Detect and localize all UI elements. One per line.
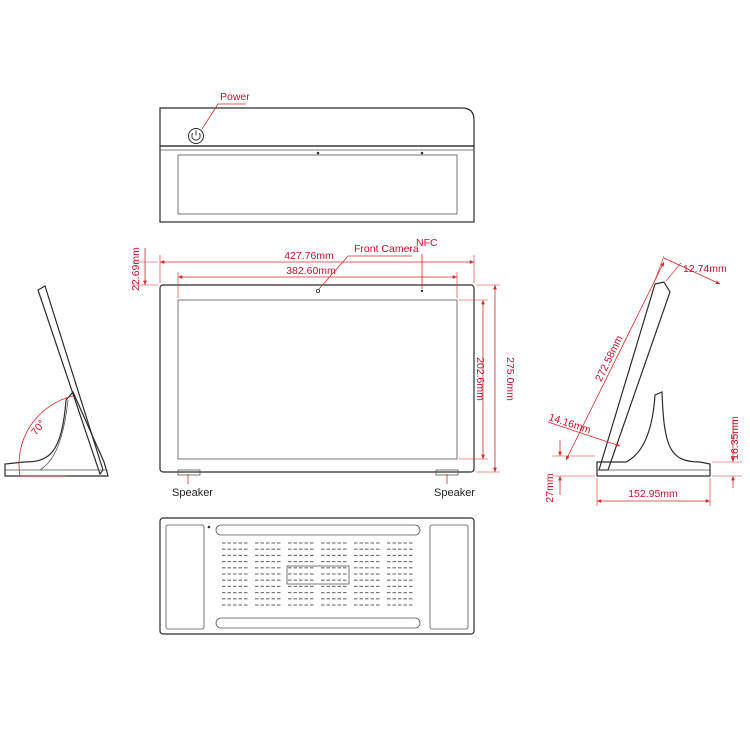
foot-height-dimension: 16.35mm — [729, 416, 741, 460]
right-side-view: 12.74mm 272.58mm 14.16mm 16.35mm 27mm 15… — [544, 255, 742, 506]
nfc-label: NFC — [416, 237, 438, 249]
back-view — [159, 517, 475, 635]
top-bezel-dimension: 22.69mm — [130, 247, 142, 291]
screen-width-dimension: 382.60mm — [286, 265, 336, 277]
overall-width-dimension: 427.76mm — [284, 250, 334, 262]
power-label: Power — [220, 91, 250, 103]
back-vent-grille — [222, 542, 413, 606]
front-view: 427.76mm 382.60mm 22.69mm 275.0mm 202.6m… — [130, 237, 516, 499]
left-side-view: 70° — [4, 285, 109, 477]
front-camera-label: Front Camera — [354, 243, 419, 255]
top-view: Power — [159, 91, 475, 223]
thickness-dimension: 12.74mm — [683, 263, 727, 275]
speaker-right-label: Speaker — [434, 487, 475, 499]
base-height-dimension: 27mm — [544, 473, 556, 502]
slant-length-dimension: 272.58mm — [593, 334, 626, 384]
tilt-angle-dimension: 70° — [29, 418, 48, 438]
power-icon — [188, 128, 204, 144]
screen-height-dimension: 202.6mm — [474, 357, 486, 401]
speaker-left-label: Speaker — [172, 487, 213, 499]
stand-offset-dimension: 14.16mm — [547, 411, 593, 436]
base-depth-dimension: 152.95mm — [628, 488, 678, 500]
overall-height-dimension: 275.0mm — [504, 357, 516, 401]
